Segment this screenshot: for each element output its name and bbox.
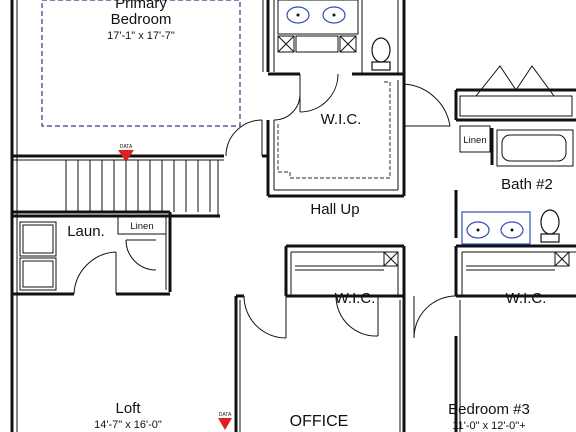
primary-bedroom-name-line2: Bedroom	[111, 11, 172, 28]
laundry: Laun. Linen	[19, 215, 167, 295]
primary-vanity	[277, 0, 359, 35]
data-marker-bottom-label: DATA	[219, 412, 232, 418]
data-marker-bottom: DATA	[218, 412, 232, 430]
laundry-label: Laun.	[67, 223, 105, 240]
bathtub	[496, 129, 574, 167]
wic-office-label: W.I.C.	[335, 290, 376, 307]
wic-office-door-swing	[243, 295, 379, 339]
bath2: Linen Bath #2	[459, 125, 574, 245]
top-right-closet	[459, 65, 573, 117]
data-marker-top-label: DATA	[120, 144, 133, 150]
primary-cabinets	[277, 35, 357, 53]
primary-bedroom: Primary Bedroom 17'-1" x 17'-7"	[41, 0, 241, 127]
office-label: OFFICE	[290, 413, 349, 430]
bath2-linen-closet	[459, 125, 491, 153]
loft-label: Loft	[115, 400, 141, 417]
laundry-door-swings	[73, 239, 157, 295]
washer-dryer	[19, 221, 57, 291]
bath2-vanity	[461, 211, 531, 245]
primary-sink-right	[322, 6, 346, 24]
office: OFFICE	[290, 413, 349, 430]
primary-sink-left	[286, 6, 310, 24]
data-marker-top: DATA	[118, 144, 134, 162]
hall-label: Hall Up	[310, 201, 359, 218]
primary-door-swing	[225, 119, 263, 157]
wic-bed3-label: W.I.C.	[506, 290, 547, 307]
hall-linen-label: Linen	[130, 221, 153, 232]
primary-bedroom-dims: 17'-1" x 17'-7"	[107, 30, 175, 42]
walls	[10, 0, 576, 432]
hall: Hall Up	[310, 83, 451, 218]
staircase	[65, 160, 219, 216]
hall-linen-closet	[117, 215, 167, 235]
bed3-door-swing	[413, 295, 457, 339]
primary-bedroom-name-line1: Primary	[115, 0, 167, 12]
tray-ceiling-outline	[41, 0, 241, 127]
hall-door-swing	[403, 83, 451, 127]
bath2-label: Bath #2	[501, 176, 553, 193]
bath2-sink-right	[500, 221, 524, 239]
loft: Loft 14'-7" x 16'-0"	[94, 400, 162, 431]
wic-bed3: W.I.C.	[413, 251, 570, 339]
primary-bath	[277, 0, 391, 74]
primary-toilet	[371, 37, 391, 71]
inner-wall-lines	[12, 0, 576, 432]
wic-primary-label: W.I.C.	[321, 111, 362, 128]
loft-dims: 14'-7" x 16'-0"	[94, 419, 162, 431]
bath2-sink-left	[466, 221, 490, 239]
bedroom3-label: Bedroom #3	[448, 401, 530, 418]
bath2-toilet	[540, 209, 560, 243]
bath2-linen-label: Linen	[463, 135, 486, 146]
wic-primary: W.I.C.	[277, 81, 391, 179]
wic-door-swing	[273, 73, 339, 121]
wic-office: W.I.C.	[243, 251, 399, 339]
bedroom3: Bedroom #3 11'-0" x 12'-0"+	[448, 401, 530, 432]
bedroom3-dims: 11'-0" x 12'-0"+	[452, 420, 525, 432]
